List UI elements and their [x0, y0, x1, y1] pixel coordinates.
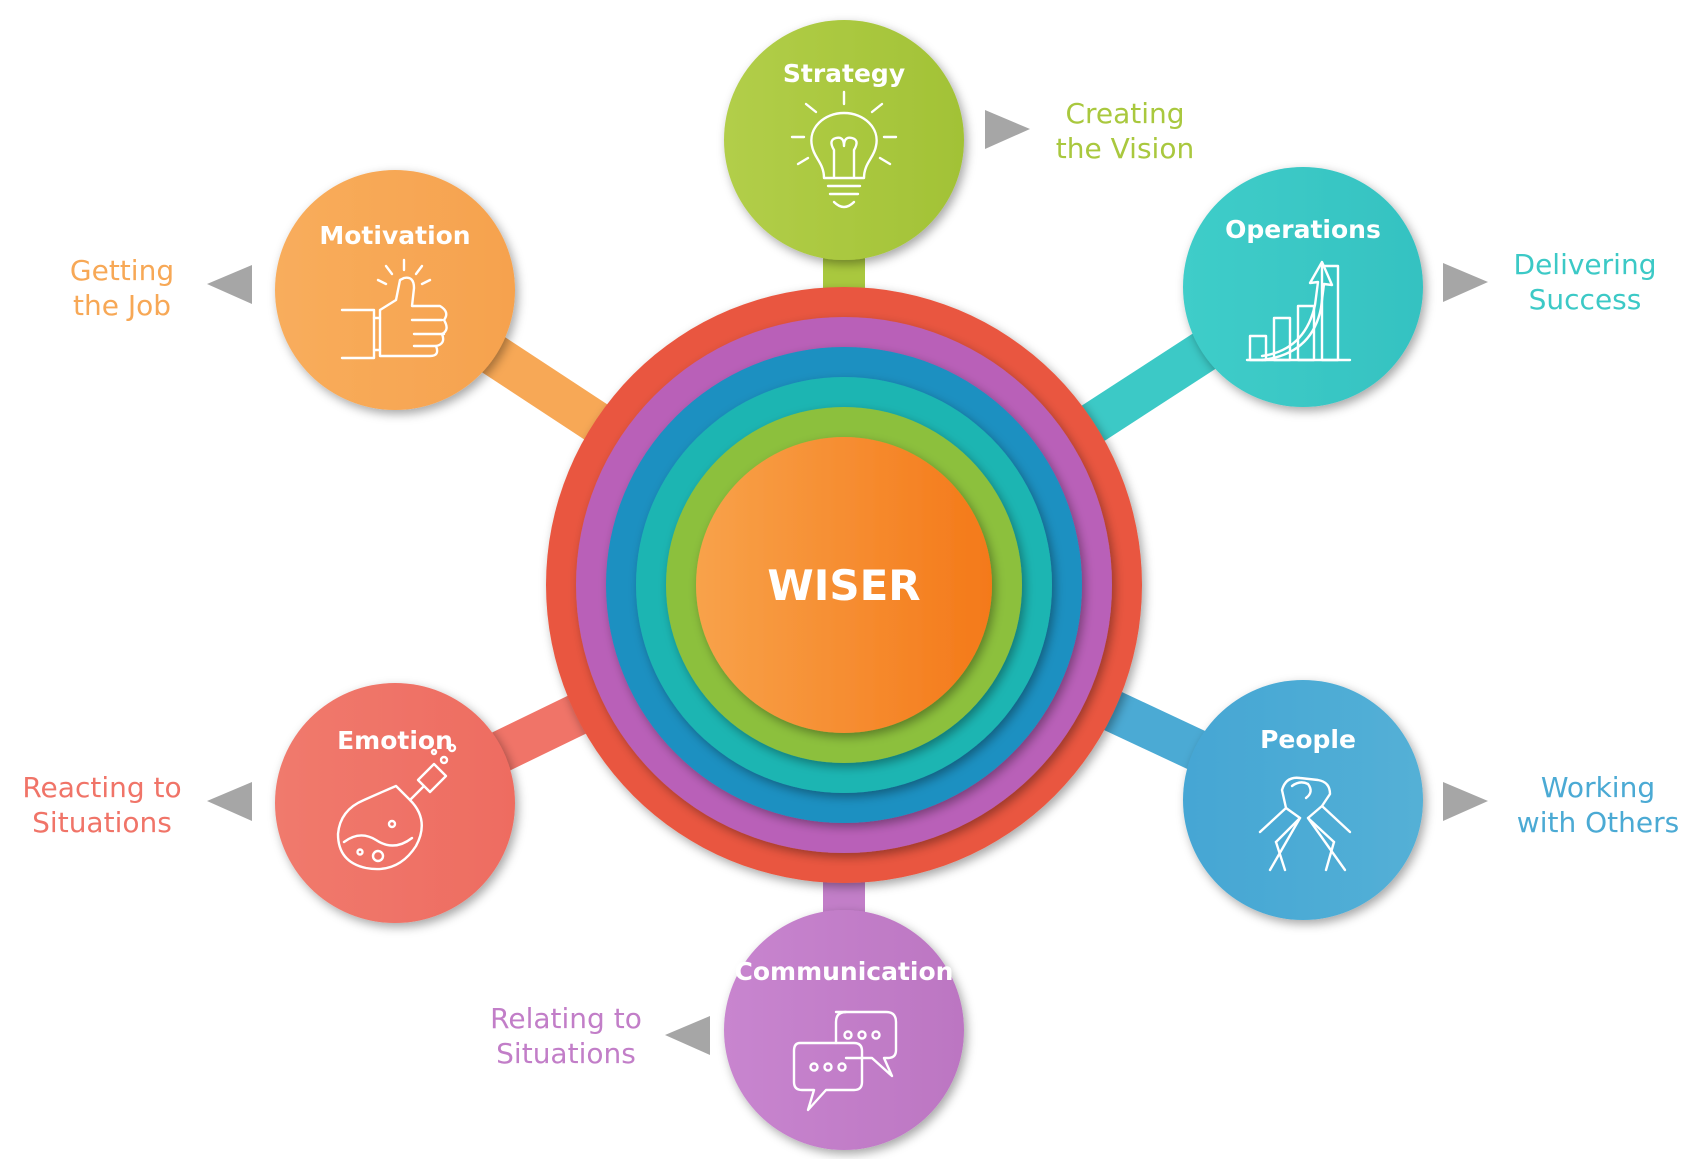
desc-people-line2: with Others: [1517, 806, 1679, 839]
handshake-icon: [1258, 776, 1352, 872]
desc-communication-line1: Relating to: [490, 1002, 642, 1035]
lightbulb-icon: [790, 90, 898, 209]
node-strategy[interactable]: Strategy: [724, 20, 964, 260]
node-emotion[interactable]: Emotion: [275, 683, 515, 923]
desc-communication-line2: Situations: [496, 1037, 636, 1070]
arrow-communication-icon: [665, 1016, 710, 1055]
desc-operations-line2: Success: [1529, 283, 1642, 316]
node-people[interactable]: People: [1183, 680, 1423, 920]
node-strategy-title: Strategy: [783, 59, 905, 88]
arrow-emotion-icon: [207, 782, 252, 821]
chat-bubbles-icon: [792, 1010, 898, 1112]
desc-emotion-line1: Reacting to: [22, 771, 181, 804]
node-motivation-circle: [275, 170, 515, 410]
arrow-strategy-icon: [985, 110, 1030, 149]
node-motivation[interactable]: Motivation: [275, 170, 515, 410]
growth-chart-icon: [1245, 260, 1352, 362]
thumbs-up-icon: [340, 258, 448, 360]
desc-motivation-line1: Getting: [70, 254, 174, 287]
arrow-people-icon: [1443, 782, 1488, 821]
desc-strategy-line1: Creating: [1065, 97, 1184, 130]
desc-motivation-line2: the Job: [73, 289, 171, 322]
node-operations[interactable]: Operations: [1183, 167, 1423, 407]
node-emotion-circle: [275, 683, 515, 923]
node-communication[interactable]: Communication: [724, 910, 964, 1150]
node-motivation-title: Motivation: [319, 221, 470, 250]
concentric-rings: WISER: [546, 287, 1142, 883]
arrow-operations-icon: [1443, 263, 1488, 302]
center-circle: [696, 437, 992, 733]
desc-operations-line1: Delivering: [1514, 248, 1657, 281]
flask-icon: [336, 743, 457, 871]
node-operations-title: Operations: [1225, 215, 1381, 244]
arrow-motivation-icon: [207, 265, 252, 304]
node-people-title: People: [1260, 725, 1356, 754]
node-operations-circle: [1183, 167, 1423, 407]
node-people-circle: [1183, 680, 1423, 920]
desc-strategy-line2: the Vision: [1056, 132, 1194, 165]
descriptions: Creating the Vision Delivering Success W…: [22, 97, 1679, 1070]
node-communication-circle: [724, 910, 964, 1150]
node-communication-title: Communication: [735, 957, 954, 986]
arrows: [207, 110, 1488, 1055]
center-label: WISER: [767, 561, 920, 610]
desc-people-line1: Working: [1541, 771, 1655, 804]
desc-emotion-line2: Situations: [32, 806, 172, 839]
